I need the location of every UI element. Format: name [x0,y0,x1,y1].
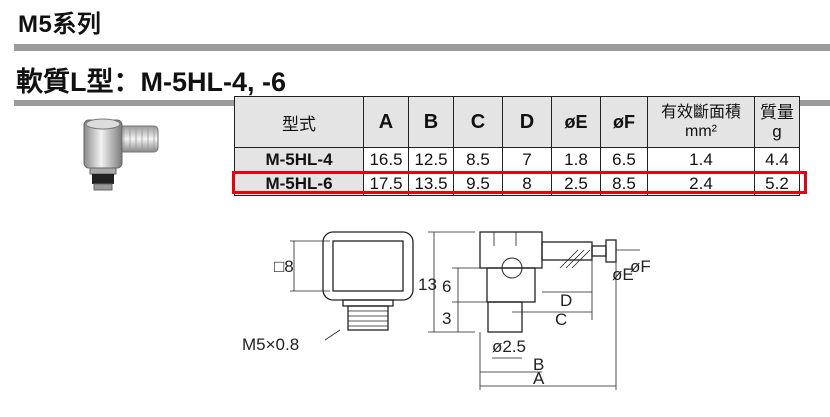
front-view [290,231,414,341]
header-area-label: 有效斷面積 [660,104,741,121]
cell-model: M-5HL-4 [234,147,364,172]
label-3: 3 [442,309,451,328]
cell-f: 6.5 [600,147,648,172]
label-c: C [555,310,567,329]
label-e: øE [612,265,634,284]
header-area-unit: mm² [685,123,717,140]
cell-b: 12.5 [408,147,454,172]
technical-drawing: □8 M5×0.8 13 6 3 D C ø2.5 B A øE øF [242,231,651,390]
header-c: C [453,96,503,148]
header-divider [14,44,830,51]
label-13: 13 [418,275,437,294]
cell-c: 8.5 [453,147,503,172]
cell-mass: 4.4 [754,147,800,172]
header-mass-unit: g [772,122,782,141]
label-6: 6 [442,277,451,296]
header-area: 有效斷面積 mm² [647,96,755,148]
cell-a: 16.5 [363,147,409,172]
header-b: B [408,96,454,148]
side-view [428,231,640,390]
label-d: D [560,291,572,310]
label-dia: ø2.5 [492,337,526,356]
cell-e: 1.8 [551,147,601,172]
header-model: 型式 [234,96,364,148]
highlight-box [232,171,807,194]
header-mass-label: 質量 [760,103,794,122]
product-photo [83,118,159,191]
header-f: øF [600,96,648,148]
label-thread: M5×0.8 [242,335,299,354]
header-e: øE [551,96,601,148]
series-title: M5系列 [18,11,102,38]
cell-d: 7 [502,147,552,172]
header-a: A [363,96,409,148]
table-header-row: 型式 A B C D øE øF 有效斷面積 mm² 質量 g [234,96,800,148]
label-f: øF [630,257,651,276]
table-row: M-5HL-4 16.5 12.5 8.5 7 1.8 6.5 1.4 4.4 [234,147,800,172]
product-title: 軟質L型：M-5HL-4, -6 [16,67,286,97]
label-a: A [533,369,545,388]
label-b: B [533,355,544,374]
header-mass: 質量 g [754,96,800,148]
header-d: D [502,96,552,148]
cell-area: 1.4 [647,147,755,172]
label-hex: □8 [274,257,294,276]
spec-table: 型式 A B C D øE øF 有效斷面積 mm² 質量 g M-5HL-4 … [234,96,800,196]
